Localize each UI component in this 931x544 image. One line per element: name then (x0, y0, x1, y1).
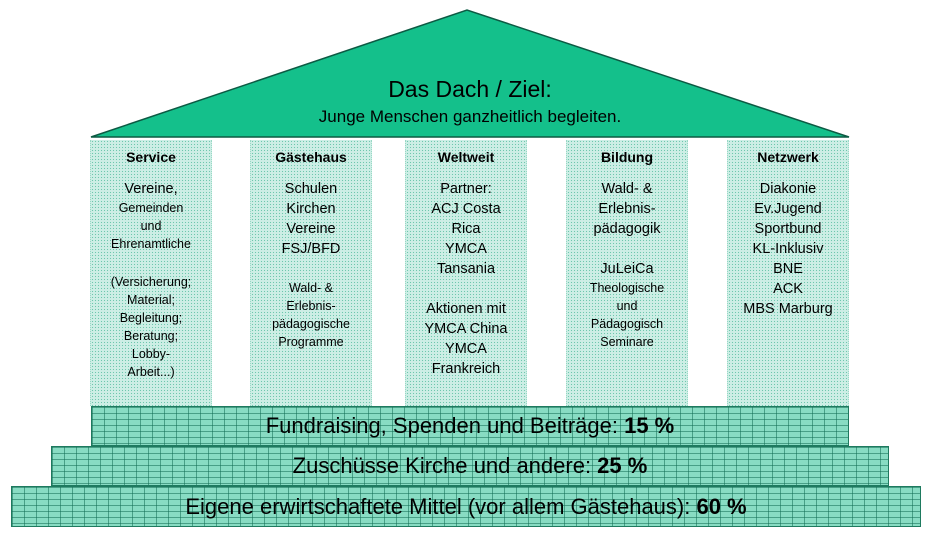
pillar-spacer (91, 253, 211, 273)
pillar-line: KL-Inklusiv (752, 241, 824, 257)
pillar-line: pädagogik (593, 221, 661, 237)
pillar-title: Bildung (600, 149, 654, 165)
pillar-line: Aktionen mit (426, 301, 506, 317)
pillar-line: Seminare (600, 335, 654, 349)
roof-subtitle: Junge Menschen ganzheitlich begleiten. (318, 107, 622, 126)
pillar-line: Tansania (436, 261, 496, 277)
pillar-line: Sportbund (754, 221, 822, 237)
pillar-line: Kirchen (286, 201, 336, 217)
pillar-line: Erlebnis- (598, 201, 656, 217)
pillar-line: und (616, 299, 638, 313)
pillar-line: Arbeit...) (127, 365, 175, 379)
pillar-line: Vereine (286, 221, 336, 237)
pillar-line: Programme (278, 335, 344, 349)
foundation-label: Fundraising, Spenden und Beiträge: (265, 413, 625, 438)
foundation-step-eigenmittel: Eigene erwirtschaftete Mittel (vor allem… (11, 486, 921, 527)
pillar-line: Gemeinden (118, 201, 184, 215)
pillar-line: Theologische (589, 281, 665, 295)
pillar-line: Partner: (440, 181, 492, 197)
pillar-line: Begleitung; (119, 311, 183, 325)
pillar-title: Service (126, 149, 176, 165)
pillar-spacer (567, 239, 687, 259)
roof-triangle (90, 9, 850, 138)
pillar-spacer (406, 279, 526, 299)
pillar-title: Gästehaus (275, 149, 347, 165)
foundation-value: 25 % (597, 453, 648, 478)
foundation-step-zuschuesse: Zuschüsse Kirche und andere: 25 % (51, 446, 889, 486)
pillar-line: YMCA (445, 241, 487, 257)
pillar-line: pädagogische (272, 317, 350, 331)
pillar-line: Frankreich (431, 361, 501, 377)
pillar-line: Wald- & (601, 181, 653, 197)
foundation-value: 60 % (696, 494, 747, 519)
pillar-line: Pädagogisch (590, 317, 664, 331)
pillar-spacer (251, 259, 371, 279)
pillar-line: Ev.Jugend (754, 201, 822, 217)
foundation-step-fundraising: Fundraising, Spenden und Beiträge: 15 % (91, 406, 849, 446)
pillar-title: Netzwerk (757, 149, 819, 165)
roof (90, 9, 850, 138)
pillar-line: BNE (773, 261, 803, 277)
pillar-line: Rica (451, 221, 481, 237)
pillar-line: MBS Marburg (743, 301, 833, 317)
pillar-line: Vereine, (124, 181, 178, 197)
pillar-line: ACK (773, 281, 803, 297)
pillar-line: Erlebnis- (286, 299, 336, 313)
pillar-line: Diakonie (759, 181, 817, 197)
foundation-label: Zuschüsse Kirche und andere: (292, 453, 598, 478)
pillar-line: YMCA China (424, 321, 508, 337)
pillar-line: und (140, 219, 162, 233)
pillar-line: JuLeiCa (600, 261, 654, 277)
pillar-line: YMCA (445, 341, 487, 357)
pillar-line: (Versicherung; (110, 275, 192, 289)
pillar-title: Weltweit (437, 149, 495, 165)
pillar-line: Material; (127, 293, 175, 307)
pillar-line: Schulen (284, 181, 338, 197)
pillar-line: FSJ/BFD (281, 241, 341, 257)
pillar-line: Lobby- (131, 347, 171, 361)
pillar-line: Beratung; (123, 329, 179, 343)
pillar-line: ACJ Costa (431, 201, 501, 217)
foundation-value: 15 % (624, 413, 675, 438)
pillar-line: Wald- & (289, 281, 333, 295)
roof-title: Das Dach / Ziel: (388, 76, 552, 102)
foundation-label: Eigene erwirtschaftete Mittel (vor allem… (185, 494, 697, 519)
pillar-line: Ehrenamtliche (111, 237, 191, 251)
